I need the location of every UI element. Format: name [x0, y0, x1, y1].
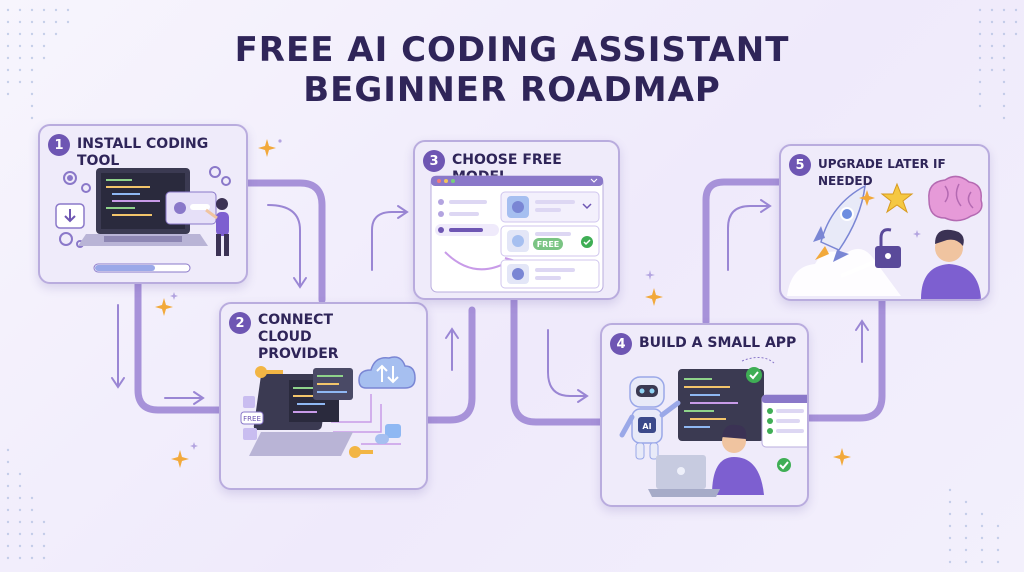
- step-number-badge: 4: [610, 333, 632, 355]
- laptop-icon: [648, 455, 720, 497]
- free-key-tag: FREE: [243, 415, 261, 423]
- laptop-icon: [249, 368, 353, 456]
- install-illustration: [55, 166, 231, 273]
- download-icon: [55, 203, 85, 229]
- gear-icon: [59, 166, 231, 248]
- brain-icon: [507, 230, 529, 252]
- step-number-badge: 1: [48, 134, 70, 156]
- laptop-icon: [78, 168, 208, 246]
- page-title-line-1: FREE AI CODING ASSISTANT: [234, 30, 790, 70]
- check-icon: [767, 408, 773, 434]
- page-title-line-2: BEGINNER ROADMAP: [303, 70, 721, 110]
- ai-chest-label: AI: [642, 422, 651, 431]
- model-picker-illustration: FREE: [430, 175, 604, 293]
- step-number-badge: 5: [789, 154, 811, 176]
- step-label: BUILD A SMALL APP: [639, 335, 797, 351]
- robot-icon: [507, 264, 529, 284]
- sparkle-icon: [155, 292, 178, 316]
- step-card-5: 5 UPGRADE LATER IF NEEDED: [779, 144, 990, 301]
- sparkle-icon: [171, 442, 198, 468]
- person-icon: [921, 229, 981, 299]
- check-icon: [581, 236, 593, 248]
- robot-icon: AI: [619, 376, 681, 460]
- step-label: UPGRADE LATER IF NEEDED: [818, 157, 946, 188]
- step-card-2: 2 CONNECT CLOUD PROVIDER FREE: [219, 302, 428, 490]
- step-card-1: 1 INSTALL CODING TOOL: [38, 124, 248, 284]
- step-number-badge: 3: [423, 150, 445, 172]
- step-card-4: 4 BUILD A SMALL APP AI: [600, 323, 809, 507]
- sparkle-icon: [258, 139, 282, 157]
- sparkle-icon: [833, 448, 851, 466]
- brain-icon: [507, 196, 529, 218]
- free-tag: FREE: [537, 240, 560, 249]
- dot-grid-bottom-right: [948, 488, 1000, 564]
- check-icon: [777, 458, 791, 472]
- cloud-provider-illustration: FREE: [240, 356, 416, 458]
- star-icon: [880, 182, 914, 214]
- sparkle-icon: [645, 270, 663, 306]
- dot-grid-top-left: [6, 8, 70, 120]
- brain-icon: [928, 175, 983, 222]
- person-icon: [205, 198, 229, 256]
- step-card-3: 3 CHOOSE FREE MODEL FREE: [413, 140, 620, 300]
- key-icon: [255, 366, 373, 458]
- step-label: INSTALL CODING TOOL: [77, 136, 209, 169]
- step-label: CONNECT CLOUD PROVIDER: [258, 312, 339, 362]
- rocket-icon: [813, 184, 866, 262]
- build-app-illustration: AI: [619, 357, 807, 497]
- cloud-icon: [358, 356, 416, 389]
- lock-icon: [875, 228, 901, 268]
- step-number-badge: 2: [229, 312, 251, 334]
- check-icon: [746, 367, 762, 383]
- person-icon: [712, 424, 764, 495]
- upgrade-illustration: [787, 175, 983, 299]
- dot-grid-bottom-left: [6, 448, 46, 560]
- dot-grid-top-right: [978, 8, 1018, 120]
